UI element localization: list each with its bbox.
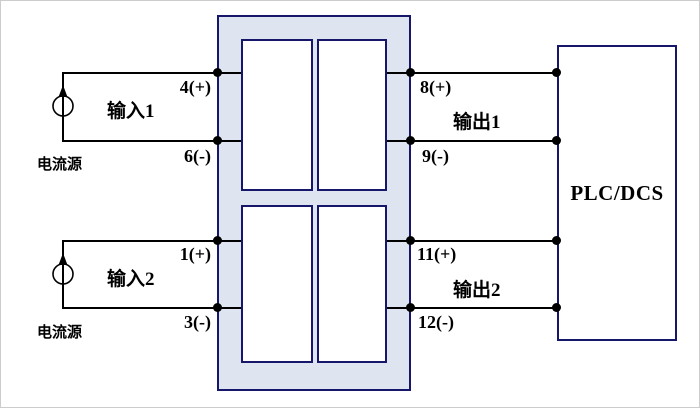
current-source2-label: 电流源 [37,325,83,341]
input2-label: 输入2 [107,269,155,290]
current-source-icon [52,253,74,296]
junction-dot [406,303,415,312]
plc-dcs-label: PLC/DCS [570,180,664,205]
junction-dot [552,303,561,312]
wire-output2-minus [387,307,557,309]
junction-dot [213,68,222,77]
isolation-channel2-left-box [241,205,313,363]
junction-dot [213,303,222,312]
plc-dcs-box: PLC/DCS [557,45,677,341]
wire-output2-plus [387,240,557,242]
junction-dot [213,236,222,245]
wire-input2-minus [62,307,241,309]
junction-dot [552,136,561,145]
terminal-4-plus-label: 4(+) [179,77,211,97]
terminal-6-minus-label: 6(-) [184,146,211,166]
current-source1-label: 电流源 [37,157,83,173]
wire-input1-plus [62,72,241,74]
junction-dot [213,136,222,145]
terminal-12-minus-label: 12(-) [418,312,454,332]
junction-dot [552,68,561,77]
wire-output1-minus [387,140,557,142]
terminal-1-plus-label: 1(+) [179,244,211,264]
terminal-9-minus-label: 9(-) [422,146,449,166]
isolation-channel2-right-box [317,205,387,363]
junction-dot [552,236,561,245]
junction-dot [406,236,415,245]
wire-input1-minus [62,140,241,142]
wire-input2-plus [62,240,241,242]
output1-label: 输出1 [453,112,501,133]
isolation-channel1-left-box [241,39,313,191]
terminal-11-plus-label: 11(+) [417,244,457,264]
isolation-channel1-right-box [317,39,387,191]
output2-label: 输出2 [453,280,501,301]
input1-label: 输入1 [107,101,155,122]
terminal-3-minus-label: 3(-) [184,312,211,332]
junction-dot [406,68,415,77]
current-source-icon [52,85,74,128]
terminal-8-plus-label: 8(+) [420,77,452,97]
junction-dot [406,136,415,145]
wire-output1-plus [387,72,557,74]
